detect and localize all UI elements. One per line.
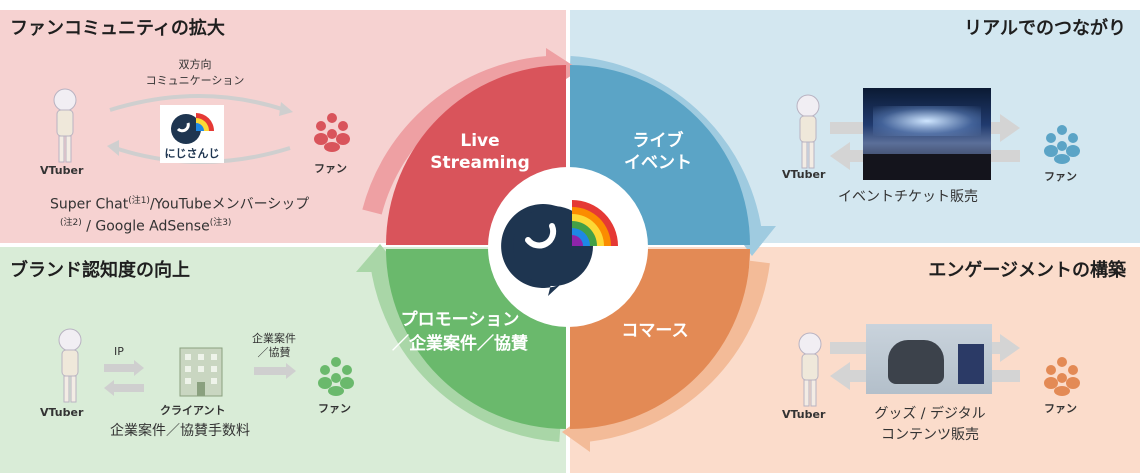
revenue-line-2: (注2) / Google AdSense(注3) [60,218,232,235]
fan-group-icon [314,113,350,152]
fan-label: ファン [1044,170,1077,183]
client-building-icon [179,347,223,397]
vtuber-label: VTuber [782,168,826,181]
vtuber-label: VTuber [40,406,84,419]
corp-sponsor-label: 企業案件 ／協賛 [252,332,296,359]
fan-group-icon [1044,125,1080,164]
nijisanji-logo-icon [501,200,618,296]
title-real-connection: リアルでのつながり [964,18,1126,39]
fan-group-icon [318,357,354,396]
fan-group-icon [1044,357,1080,396]
goods-photo [866,324,992,394]
client-label: クライアント [160,404,226,417]
vtuber-avatar-icon [58,328,82,403]
title-brand-awareness: ブランド認知度の向上 [10,260,190,281]
ip-arrows [104,360,144,396]
vtuber-avatar-icon [796,94,820,169]
nijisanji-logo-box: にじさんじ [160,105,224,163]
goods-caption: グッズ / デジタル コンテンツ販売 [874,406,986,443]
ring-arc-orange [584,260,770,442]
title-fan-community: ファンコミュニティの拡大 [10,18,225,39]
fan-label: ファン [1044,402,1077,415]
nijisanji-small-logo-icon [171,113,214,144]
label-live-streaming: Live Streaming [430,131,530,173]
label-live-event: ライブ イベント [624,131,692,173]
label-promotion: プロモーション ／企業案件／協賛 [392,310,528,354]
live-event-photo [863,88,991,180]
ip-label: IP [114,345,124,358]
revenue-line-1: Super Chat(注1)/YouTubeメンバーシップ [50,196,310,213]
ring-arc-green [370,260,561,442]
title-engagement: エンゲージメントの構築 [928,260,1126,281]
sponsor-fee-caption: 企業案件／協賛手数料 [110,423,250,439]
vtuber-avatar-icon [798,332,822,407]
vtuber-label: VTuber [40,164,84,177]
bidirectional-label: 双方向 コミュニケーション [145,58,245,87]
nijisanji-logo-label: にじさんじ [164,147,220,160]
vtuber-avatar-icon [53,88,77,163]
sponsor-arrow [254,363,296,379]
vtuber-label: VTuber [782,408,826,421]
ring-arc-red [362,56,549,215]
fan-label: ファン [314,162,347,175]
fan-label: ファン [318,402,351,415]
event-ticket-caption: イベントチケット販売 [838,189,978,205]
label-commerce: コマース [621,321,689,341]
